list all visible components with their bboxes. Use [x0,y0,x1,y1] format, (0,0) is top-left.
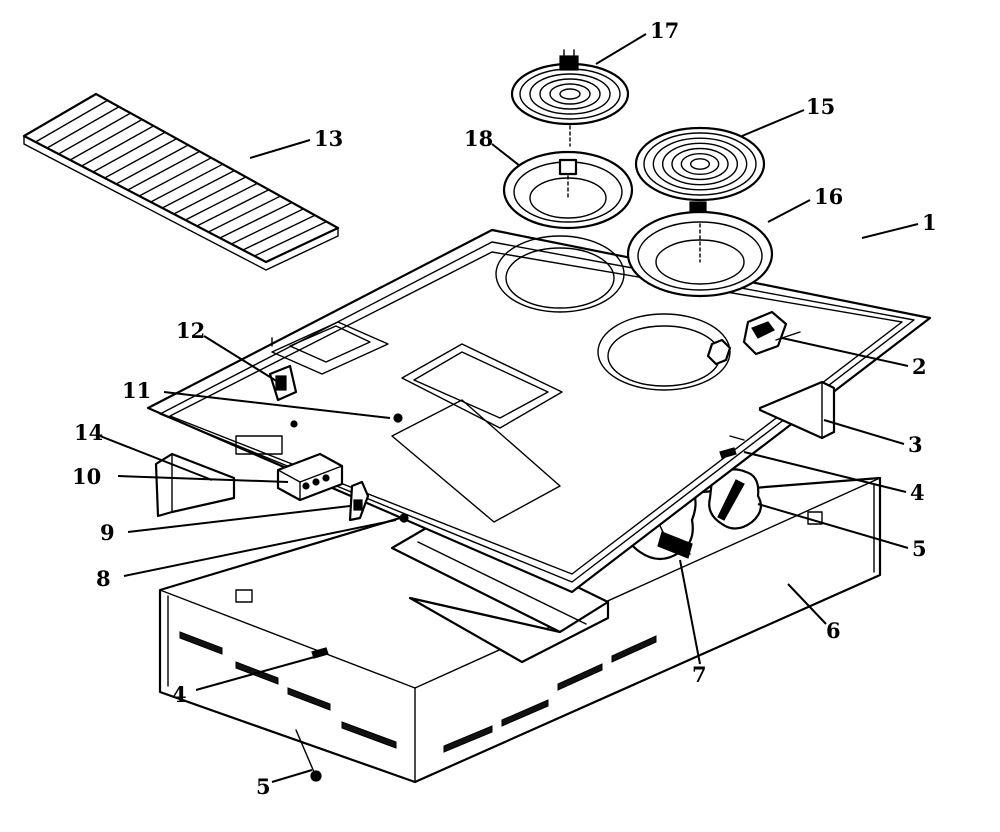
callout-16: 16 [814,184,843,209]
grille-rib [69,118,143,161]
grille-rib [184,182,259,221]
callout-17: 17 [650,18,679,43]
coil-ring [661,142,739,186]
surface-element-small [510,49,630,147]
grille-rib [173,176,247,215]
coil-ring [680,152,720,176]
callout-labels: 1 2 3 4 5 6 7 8 9 10 11 12 13 14 15 16 1… [72,18,937,799]
grille-rib [161,169,235,209]
callout-12: 12 [176,318,205,343]
clip-9 [348,480,370,522]
control-bracket [268,337,298,402]
callout-7: 7 [692,662,707,687]
grille-rib [230,208,305,245]
callout-10: 10 [72,464,101,489]
main-top [146,228,932,594]
drip-pan-large [626,210,774,298]
callout-5-right: 5 [912,536,927,561]
callout-2: 2 [912,354,927,379]
coil-ring [529,73,611,115]
screw-11 [290,413,403,428]
callout-9: 9 [100,520,115,545]
grille-rib [265,227,339,263]
screw-8 [399,513,409,523]
grille-rib [80,125,155,167]
grille-rib [103,137,178,179]
surface-element-large [634,126,766,213]
receptacle [706,310,801,366]
callout-8: 8 [96,566,111,591]
coil-ring [689,158,711,170]
terminal-block [276,452,344,502]
grille-rib [253,220,328,257]
grille-rib [46,106,120,149]
grille-rib [242,214,316,251]
clip-4-left [311,647,329,659]
drip-pan-small [502,150,634,230]
callout-3: 3 [908,432,923,457]
callout-5-left: 5 [256,774,271,799]
grille-ribs [23,93,339,263]
burner-box [158,476,882,784]
grille-rib [92,131,166,173]
coil-ring [559,88,581,100]
callout-4-right: 4 [910,480,925,505]
callout-15: 15 [806,94,835,119]
callout-18: 18 [464,126,493,151]
callout-4-left: 4 [172,682,187,707]
screw-5-left [295,729,322,782]
grille-rib [219,201,293,239]
callout-6: 6 [826,618,841,643]
grille-rib [196,189,270,227]
callout-1: 1 [922,210,937,235]
coil-ring [671,147,729,181]
grille-rib [34,99,109,143]
grille-rib [150,163,224,203]
callout-13: 13 [314,126,343,151]
coil-ring [643,132,757,196]
coil-ring [549,83,591,105]
side-bracket-right [758,380,836,440]
grille-rib [207,195,282,233]
callout-14: 14 [74,420,103,445]
grille-rib [115,144,189,185]
grille-rib [127,150,201,191]
vent-slots-right [443,635,657,753]
grille-rib [57,112,132,155]
grille-rib [23,93,97,137]
vent-grille [22,92,340,271]
coil-large [643,132,757,196]
coil-ring [539,78,601,110]
leader-lines [99,33,919,783]
grille-rib [138,157,212,197]
control-knob-right [708,468,763,530]
callout-11: 11 [122,378,151,403]
coil-ring [652,137,748,191]
clip-4-right [719,435,745,459]
